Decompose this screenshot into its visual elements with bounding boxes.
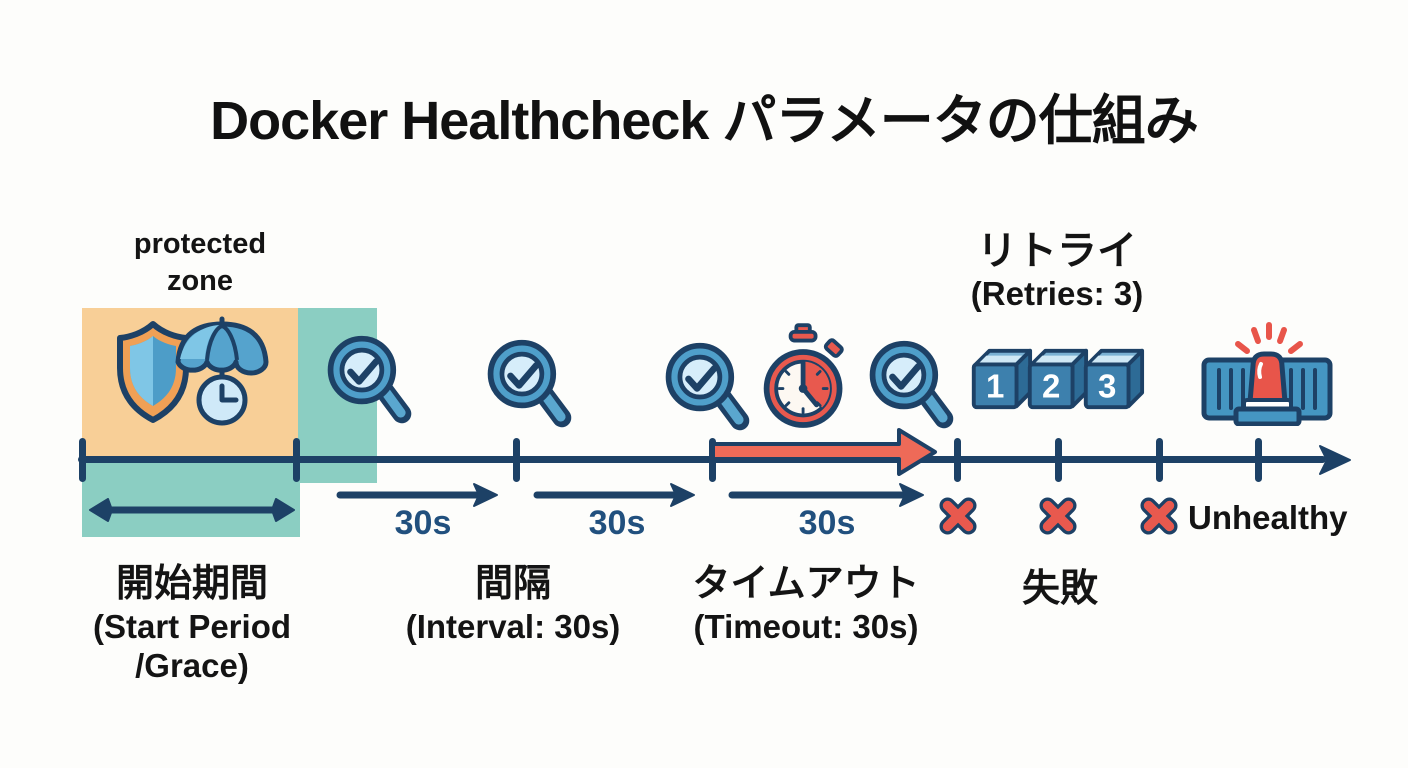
cube-number: 1 [986, 367, 1004, 404]
duration-label: 30s [798, 504, 856, 542]
cube-number: 3 [1098, 367, 1116, 404]
interval-label-ja: 間隔 [474, 563, 551, 605]
magnifier-check-icon [665, 342, 750, 431]
retries-label-ja: リトライ [976, 229, 1137, 273]
start-period-teal-rect-bottom [82, 458, 300, 537]
timeline-tick [1156, 438, 1163, 482]
timeout-duration-arrow-icon [728, 483, 924, 507]
shield-umbrella-clock-icon [117, 316, 269, 426]
timeout-label-ja: タイムアウト [692, 563, 920, 605]
timeline-axis [78, 456, 1326, 463]
x-mark-icon [939, 497, 977, 535]
retries-label-en: (Retries: 3) [970, 275, 1144, 312]
duration-label: 30s [394, 504, 452, 542]
timeline-tick [293, 438, 300, 482]
page-title: Docker Healthcheck パラメータの仕組み [210, 91, 1199, 151]
protected-zone-label-line2: zone [166, 265, 234, 297]
timeout-label: タイムアウト (Timeout: 30s) [692, 561, 919, 646]
timeline-arrowhead-icon [1319, 445, 1351, 475]
start-period-label: 開始期間 (Start Period /Grace) [93, 561, 291, 685]
x-mark-icon [1039, 497, 1077, 535]
failure-label: 失敗 [1022, 566, 1098, 612]
timeout-label-en: (Timeout: 30s) [693, 608, 919, 645]
unhealthy-label: Unhealthy [1188, 499, 1348, 536]
retries-label: リトライ (Retries: 3) [971, 228, 1143, 313]
timeline-tick [954, 438, 961, 482]
failure-label-ja: 失敗 [1021, 568, 1099, 610]
numbered-cube-icon: 2 [1027, 348, 1089, 410]
stopwatch-icon [763, 323, 844, 428]
cube-number: 2 [1042, 367, 1060, 404]
magnifier-check-icon [487, 339, 572, 428]
timeline-tick [1055, 438, 1062, 482]
protected-zone-label-line1: protected [133, 228, 267, 260]
numbered-cube-icon: 3 [1083, 348, 1145, 410]
container-siren-icon [1201, 322, 1333, 426]
start-period-label-en1: (Start Period [92, 608, 292, 645]
start-period-label-en2: /Grace) [135, 647, 249, 684]
start-period-range-arrow-icon [89, 498, 295, 522]
interval-label-en: (Interval: 30s) [405, 608, 621, 645]
x-mark-icon [1140, 497, 1178, 535]
interval-arrow-icon [533, 483, 695, 507]
timeout-arrow-icon [711, 428, 937, 476]
interval-label: 間隔 (Interval: 30s) [406, 561, 621, 646]
magnifier-check-icon [327, 335, 412, 424]
numbered-cube-icon: 1 [971, 348, 1033, 410]
duration-label: 30s [588, 504, 646, 542]
timeline-tick [513, 438, 520, 482]
start-period-label-ja: 開始期間 [115, 563, 269, 605]
magnifier-check-icon [869, 340, 954, 429]
timeline-tick [1255, 438, 1262, 482]
timeline-tick [79, 438, 86, 482]
protected-zone-label: protected zone [134, 226, 266, 300]
interval-arrow-icon [336, 483, 498, 507]
